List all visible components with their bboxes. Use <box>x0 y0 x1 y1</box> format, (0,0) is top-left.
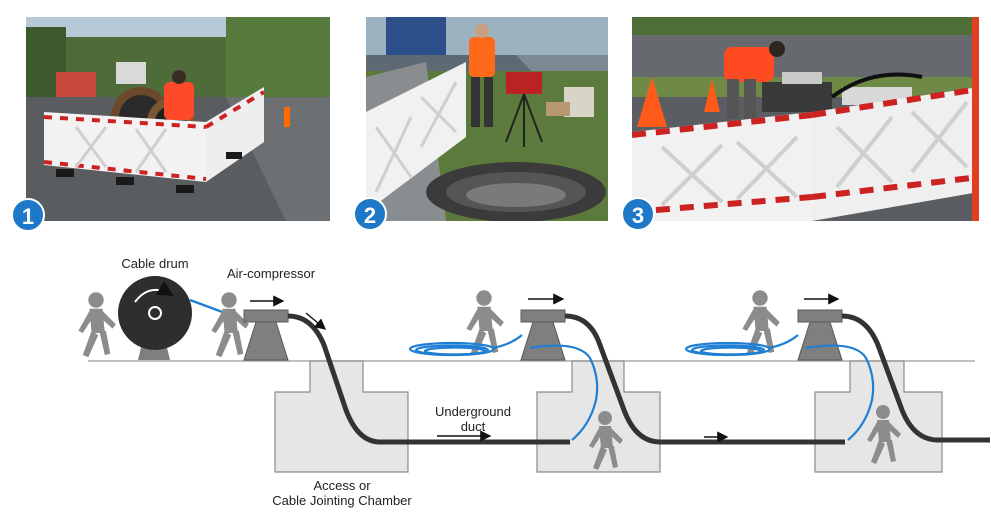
label-chamber-1: Access or <box>313 478 371 493</box>
air-compressor-machine-2 <box>520 309 566 361</box>
cable-drum-icon <box>118 276 192 360</box>
duct-cable-segment-1 <box>287 313 570 445</box>
fibre-into-chamber-2 <box>529 344 599 441</box>
direction-arrow-down <box>305 312 327 330</box>
duct-cable-segment-2 <box>564 313 845 445</box>
worker-icon-drum <box>78 292 116 358</box>
fibre-coil-3 <box>684 334 799 357</box>
fibre-coil-2 <box>408 334 523 357</box>
step-badge-1: 1 <box>11 198 45 232</box>
label-underground-duct-1: Underground <box>435 404 511 419</box>
step-badge-2: 2 <box>353 197 387 231</box>
step-badge-3: 3 <box>621 197 655 231</box>
air-compressor-machine-1 <box>243 309 289 361</box>
fibre-into-chamber-3 <box>805 344 875 441</box>
photo-compressor-worker <box>366 17 608 221</box>
label-cable-drum: Cable drum <box>121 256 189 271</box>
photo-cable-drum-trailer <box>26 17 330 221</box>
worker-icon-compressor-1 <box>211 292 249 358</box>
label-chamber-2: Cable Jointing Chamber <box>272 493 412 508</box>
duct-cable-segment-3 <box>841 313 990 443</box>
access-chamber-1 <box>274 360 409 473</box>
label-air-compressor: Air-compressor <box>226 266 316 281</box>
photo-blowing-machine <box>632 17 979 221</box>
label-underground-duct-2: duct <box>460 419 486 434</box>
air-compressor-machine-3 <box>797 309 843 361</box>
fibre-feed-line <box>189 298 226 315</box>
